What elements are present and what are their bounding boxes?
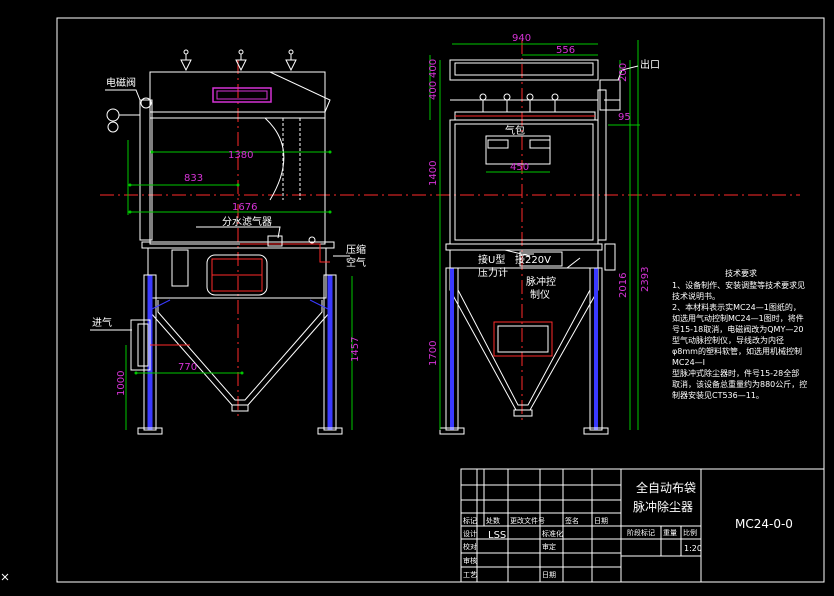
tb-weight: 重量 [663, 529, 677, 537]
technical-notes: 技术要求 1、设备制作、安装调整等技术要求见 技术说明书。 2、本材料表示实MC… [672, 268, 807, 400]
note-line: 制器安装见CT536—11。 [672, 390, 764, 400]
power-label: 接220V [515, 253, 551, 266]
drawing-title-line2: 脉冲除尘器 [633, 499, 693, 514]
dim-556: 556 [556, 45, 575, 56]
dim-450: 450 [510, 162, 529, 173]
note-line: MC24—I [672, 358, 705, 367]
inlet-label: 进气 [92, 316, 112, 329]
ucs-icon [1, 573, 9, 581]
dim-1000: 1000 [116, 371, 127, 396]
tb-scale: 1:20 [684, 544, 702, 553]
dim-1457: 1457 [350, 337, 361, 362]
dim-833: 833 [184, 173, 203, 184]
note-line: 2、本材料表示实MC24—1图纸的， [672, 302, 801, 312]
air-bag-label: 气包 [505, 124, 525, 137]
note-line: 取消，该设备总重量约为880公斤，控 [672, 379, 807, 389]
note-line: 型气动脉控制仪，导线改为内径 [672, 335, 784, 345]
drawing-title-line1: 全自动布袋 [636, 480, 696, 495]
tb-craft: 工艺 [463, 571, 477, 579]
compressed-air-label-1: 压缩 [346, 243, 366, 256]
pulse-ctrl-label-1: 脉冲控 [526, 275, 556, 288]
dim-1700: 1700 [428, 341, 439, 366]
tb-date2: 日期 [542, 571, 556, 579]
notes-heading: 技术要求 [725, 268, 757, 278]
tb-mark: 标记 [463, 516, 477, 525]
dim-1400: 1400 [428, 161, 439, 186]
note-line: 1、设备制作、安装调整等技术要求见 [672, 280, 805, 290]
note-line: 如选用气动控制MC24—1图时，将件 [672, 313, 804, 323]
tb-signature: 签名 [565, 516, 579, 525]
outlet-label: 出口 [640, 58, 660, 71]
dim-95: 95 [618, 112, 631, 123]
tb-standard: 标准化 [542, 529, 563, 538]
tb-design: 设计 [463, 529, 477, 538]
dim-400b: 400 [428, 81, 439, 100]
tb-ratio: 比例 [683, 528, 697, 537]
solenoid-valve-label: 电磁阀 [106, 76, 136, 89]
dim-2016: 2016 [618, 273, 629, 298]
tb-proofread: 校对 [463, 542, 477, 551]
side-view [429, 40, 640, 435]
dim-400a: 400 [428, 59, 439, 78]
tb-review: 审定 [542, 542, 556, 551]
note-line: 号15-18取消，电磁阀改为QMY—20 [672, 324, 804, 334]
tb-count: 处数 [486, 516, 500, 525]
pulse-ctrl-label-2: 制仪 [530, 288, 550, 301]
title-block [460, 468, 825, 583]
u-gauge-label-1: 接U型 [478, 253, 505, 266]
tb-date: 日期 [594, 517, 608, 525]
u-gauge-label-2: 压力计 [478, 266, 508, 279]
dim-1676: 1676 [232, 202, 257, 213]
dim-940: 940 [512, 33, 531, 44]
tb-audit: 审核 [463, 556, 477, 565]
dim-200: 200 [618, 63, 629, 82]
tb-stage-mark: 阶段标记 [627, 528, 655, 537]
tb-change-doc: 更改文件号 [510, 516, 545, 525]
front-view [90, 49, 353, 435]
drawing-number: MC24-0-0 [735, 517, 793, 531]
compressed-air-label-2: 空气 [346, 256, 366, 269]
dim-770: 770 [178, 362, 197, 373]
filter-separator-label: 分水滤气器 [222, 215, 272, 228]
dim-2393: 2393 [640, 267, 651, 292]
tb-designer: LSS [488, 530, 506, 541]
note-line: 型脉冲式除尘器时，件号15-28全部 [672, 368, 799, 378]
note-line: 技术说明书。 [672, 291, 720, 301]
drawing-frame [56, 17, 825, 583]
note-line: φ8mm的塑料软管，如选用机械控制 [672, 346, 802, 356]
dim-1380: 1380 [228, 150, 253, 161]
